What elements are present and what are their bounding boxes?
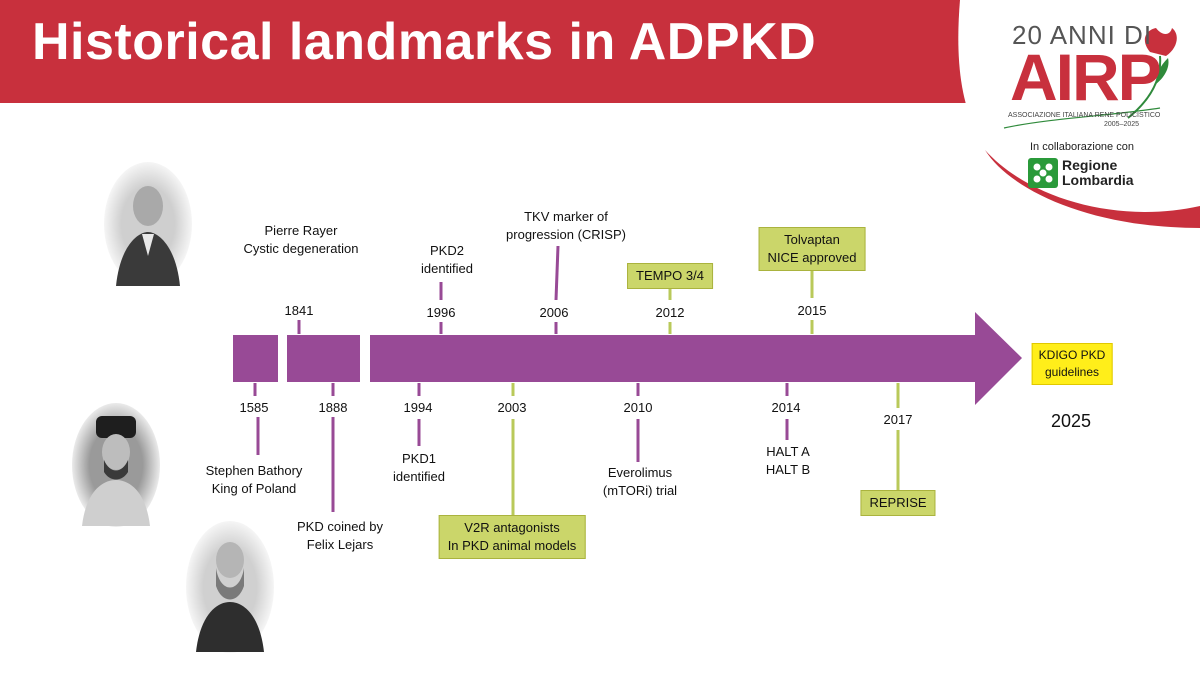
portrait-pierre-rayer xyxy=(104,162,192,286)
portrait-stephen-bathory xyxy=(72,403,160,527)
year-1585: 1585 xyxy=(239,400,269,415)
event-box-2017: REPRISE xyxy=(860,490,936,516)
page-title: Historical landmarks in ADPKD xyxy=(32,13,817,71)
regione-lombardia-icon xyxy=(1028,158,1058,188)
year-2017: 2017 xyxy=(883,412,913,427)
year-1841: 1841 xyxy=(284,303,314,318)
logo-years: 2005–2025 xyxy=(1104,121,1140,128)
year-1996: 1996 xyxy=(426,305,456,320)
airp-logo: AIRP xyxy=(1010,40,1162,114)
year-1994: 1994 xyxy=(403,400,433,415)
year-2025: 2025 xyxy=(1050,411,1092,431)
logo-corner-shape xyxy=(958,0,1200,228)
year-1888: 1888 xyxy=(318,400,348,415)
tulip-icon xyxy=(1127,28,1177,119)
year-2012: 2012 xyxy=(655,305,685,320)
year-2014: 2014 xyxy=(771,400,801,415)
year-2015: 2015 xyxy=(797,303,827,318)
event-text-2010: Everolimus(mTORi) trial xyxy=(602,465,678,498)
year-2006: 2006 xyxy=(539,305,569,320)
portrait-felix-lejars xyxy=(186,521,274,653)
logo-subtitle: ASSOCIAZIONE ITALIANA RENE POLICISTICO xyxy=(1008,112,1161,119)
collaboration-label: In collaborazione con xyxy=(1030,141,1134,153)
timeline-arrow xyxy=(233,312,1022,405)
year-2003: 2003 xyxy=(497,400,527,415)
year-2010: 2010 xyxy=(623,400,653,415)
timeline-stems xyxy=(253,245,900,515)
logo-anniversary-text: 20 ANNI DI xyxy=(1012,20,1153,50)
event-box-2012: TEMPO 3/4 xyxy=(627,263,713,289)
